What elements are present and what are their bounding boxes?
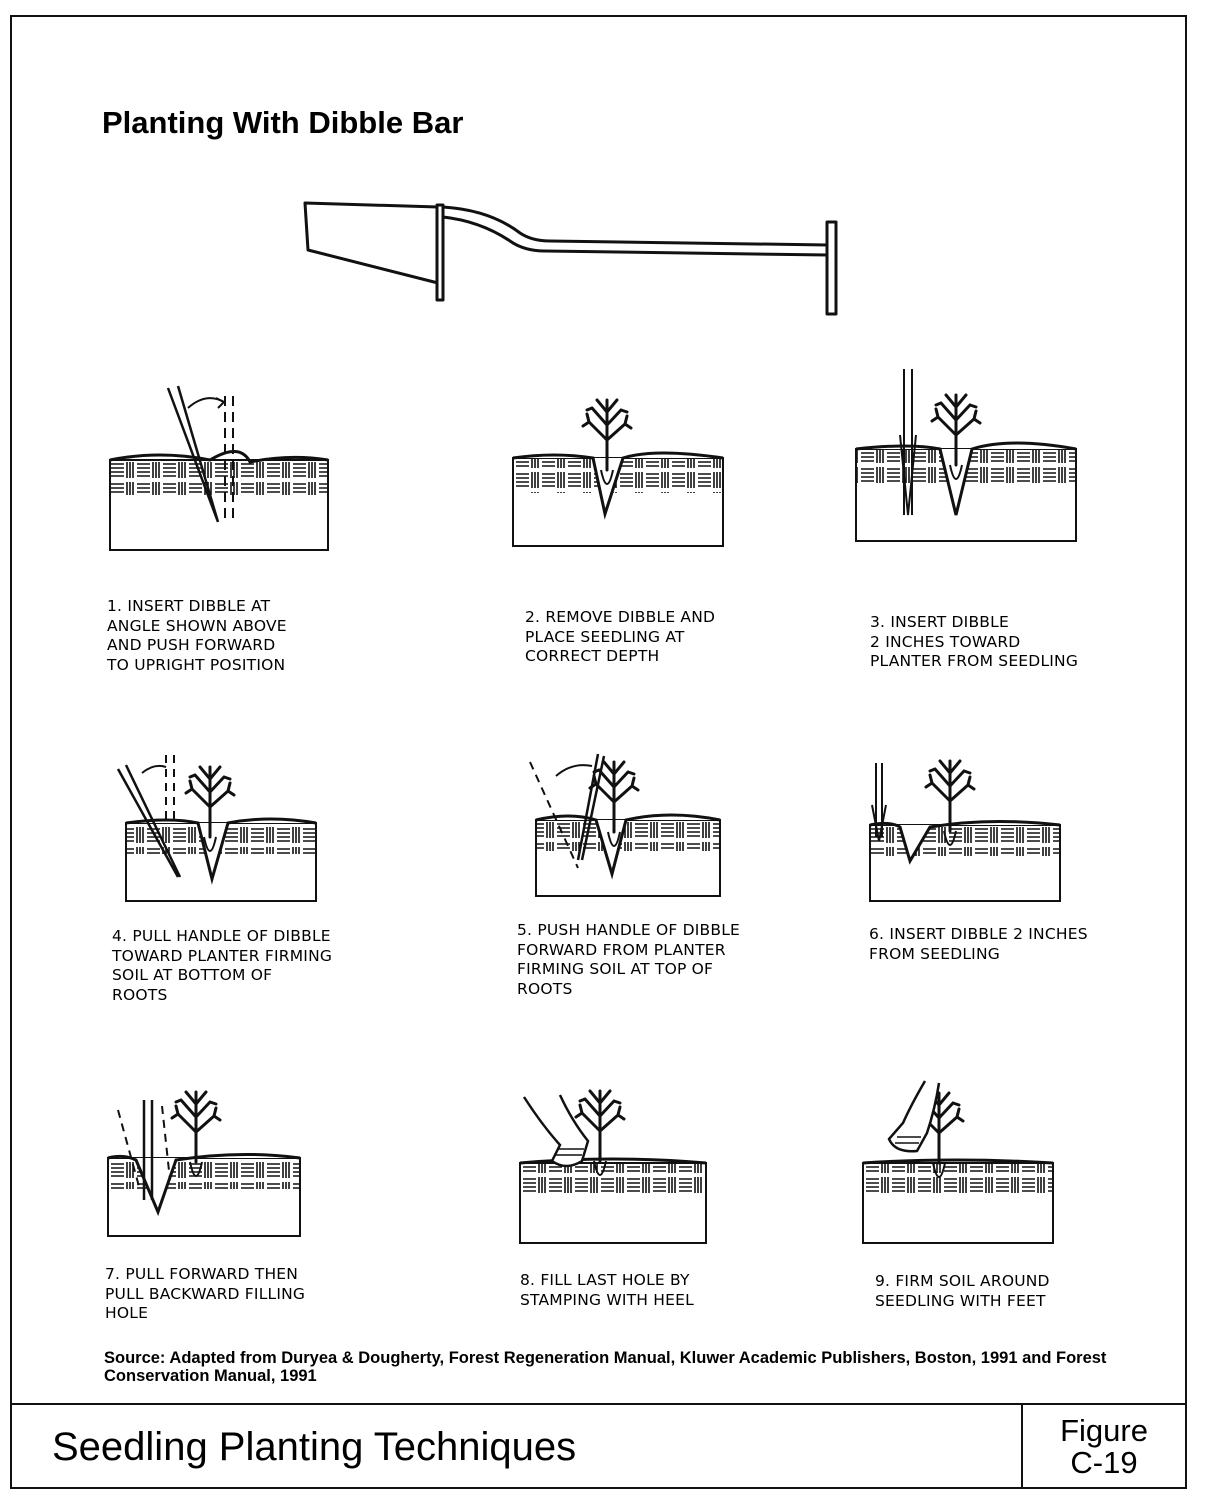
step-6-illustration [860,745,1070,910]
step-5-caption: 5. PUSH HANDLE OF DIBBLE FORWARD FROM PL… [517,921,740,999]
footer-title: Seedling Planting Techniques [52,1425,576,1470]
step-6-caption: 6. INSERT DIBBLE 2 INCHES FROM SEEDLING [869,925,1088,964]
footer-bar: Seedling Planting Techniques Figure C-19 [12,1403,1185,1487]
step-2-caption: 2. REMOVE DIBBLE AND PLACE SEEDLING AT C… [525,608,715,667]
dibble-bar-illustration [300,195,860,325]
figure-number-box: Figure C-19 [1021,1405,1185,1487]
step-4-illustration [110,745,330,910]
diagram-title: Planting With Dibble Bar [102,105,463,141]
step-2-illustration [505,370,735,560]
step-3-caption: 3. INSERT DIBBLE 2 INCHES TOWARD PLANTER… [870,613,1078,672]
step-8-illustration [512,1075,722,1250]
step-4-caption: 4. PULL HANDLE OF DIBBLE TOWARD PLANTER … [112,927,332,1005]
step-9-illustration [855,1075,1065,1250]
step-9-caption: 9. FIRM SOIL AROUND SEEDLING WITH FEET [875,1272,1050,1311]
step-8-caption: 8. FILL LAST HOLE BY STAMPING WITH HEEL [520,1271,694,1310]
step-3-illustration [850,365,1080,550]
figure-number: C-19 [1023,1447,1185,1479]
step-7-illustration [100,1080,310,1245]
figure-label: Figure [1023,1415,1185,1447]
step-1-caption: 1. INSERT DIBBLE AT ANGLE SHOWN ABOVE AN… [107,597,287,675]
step-1-illustration [100,380,340,560]
source-citation: Source: Adapted from Duryea & Dougherty,… [104,1349,1164,1385]
step-7-caption: 7. PULL FORWARD THEN PULL BACKWARD FILLI… [105,1265,305,1324]
step-5-illustration [520,740,730,905]
